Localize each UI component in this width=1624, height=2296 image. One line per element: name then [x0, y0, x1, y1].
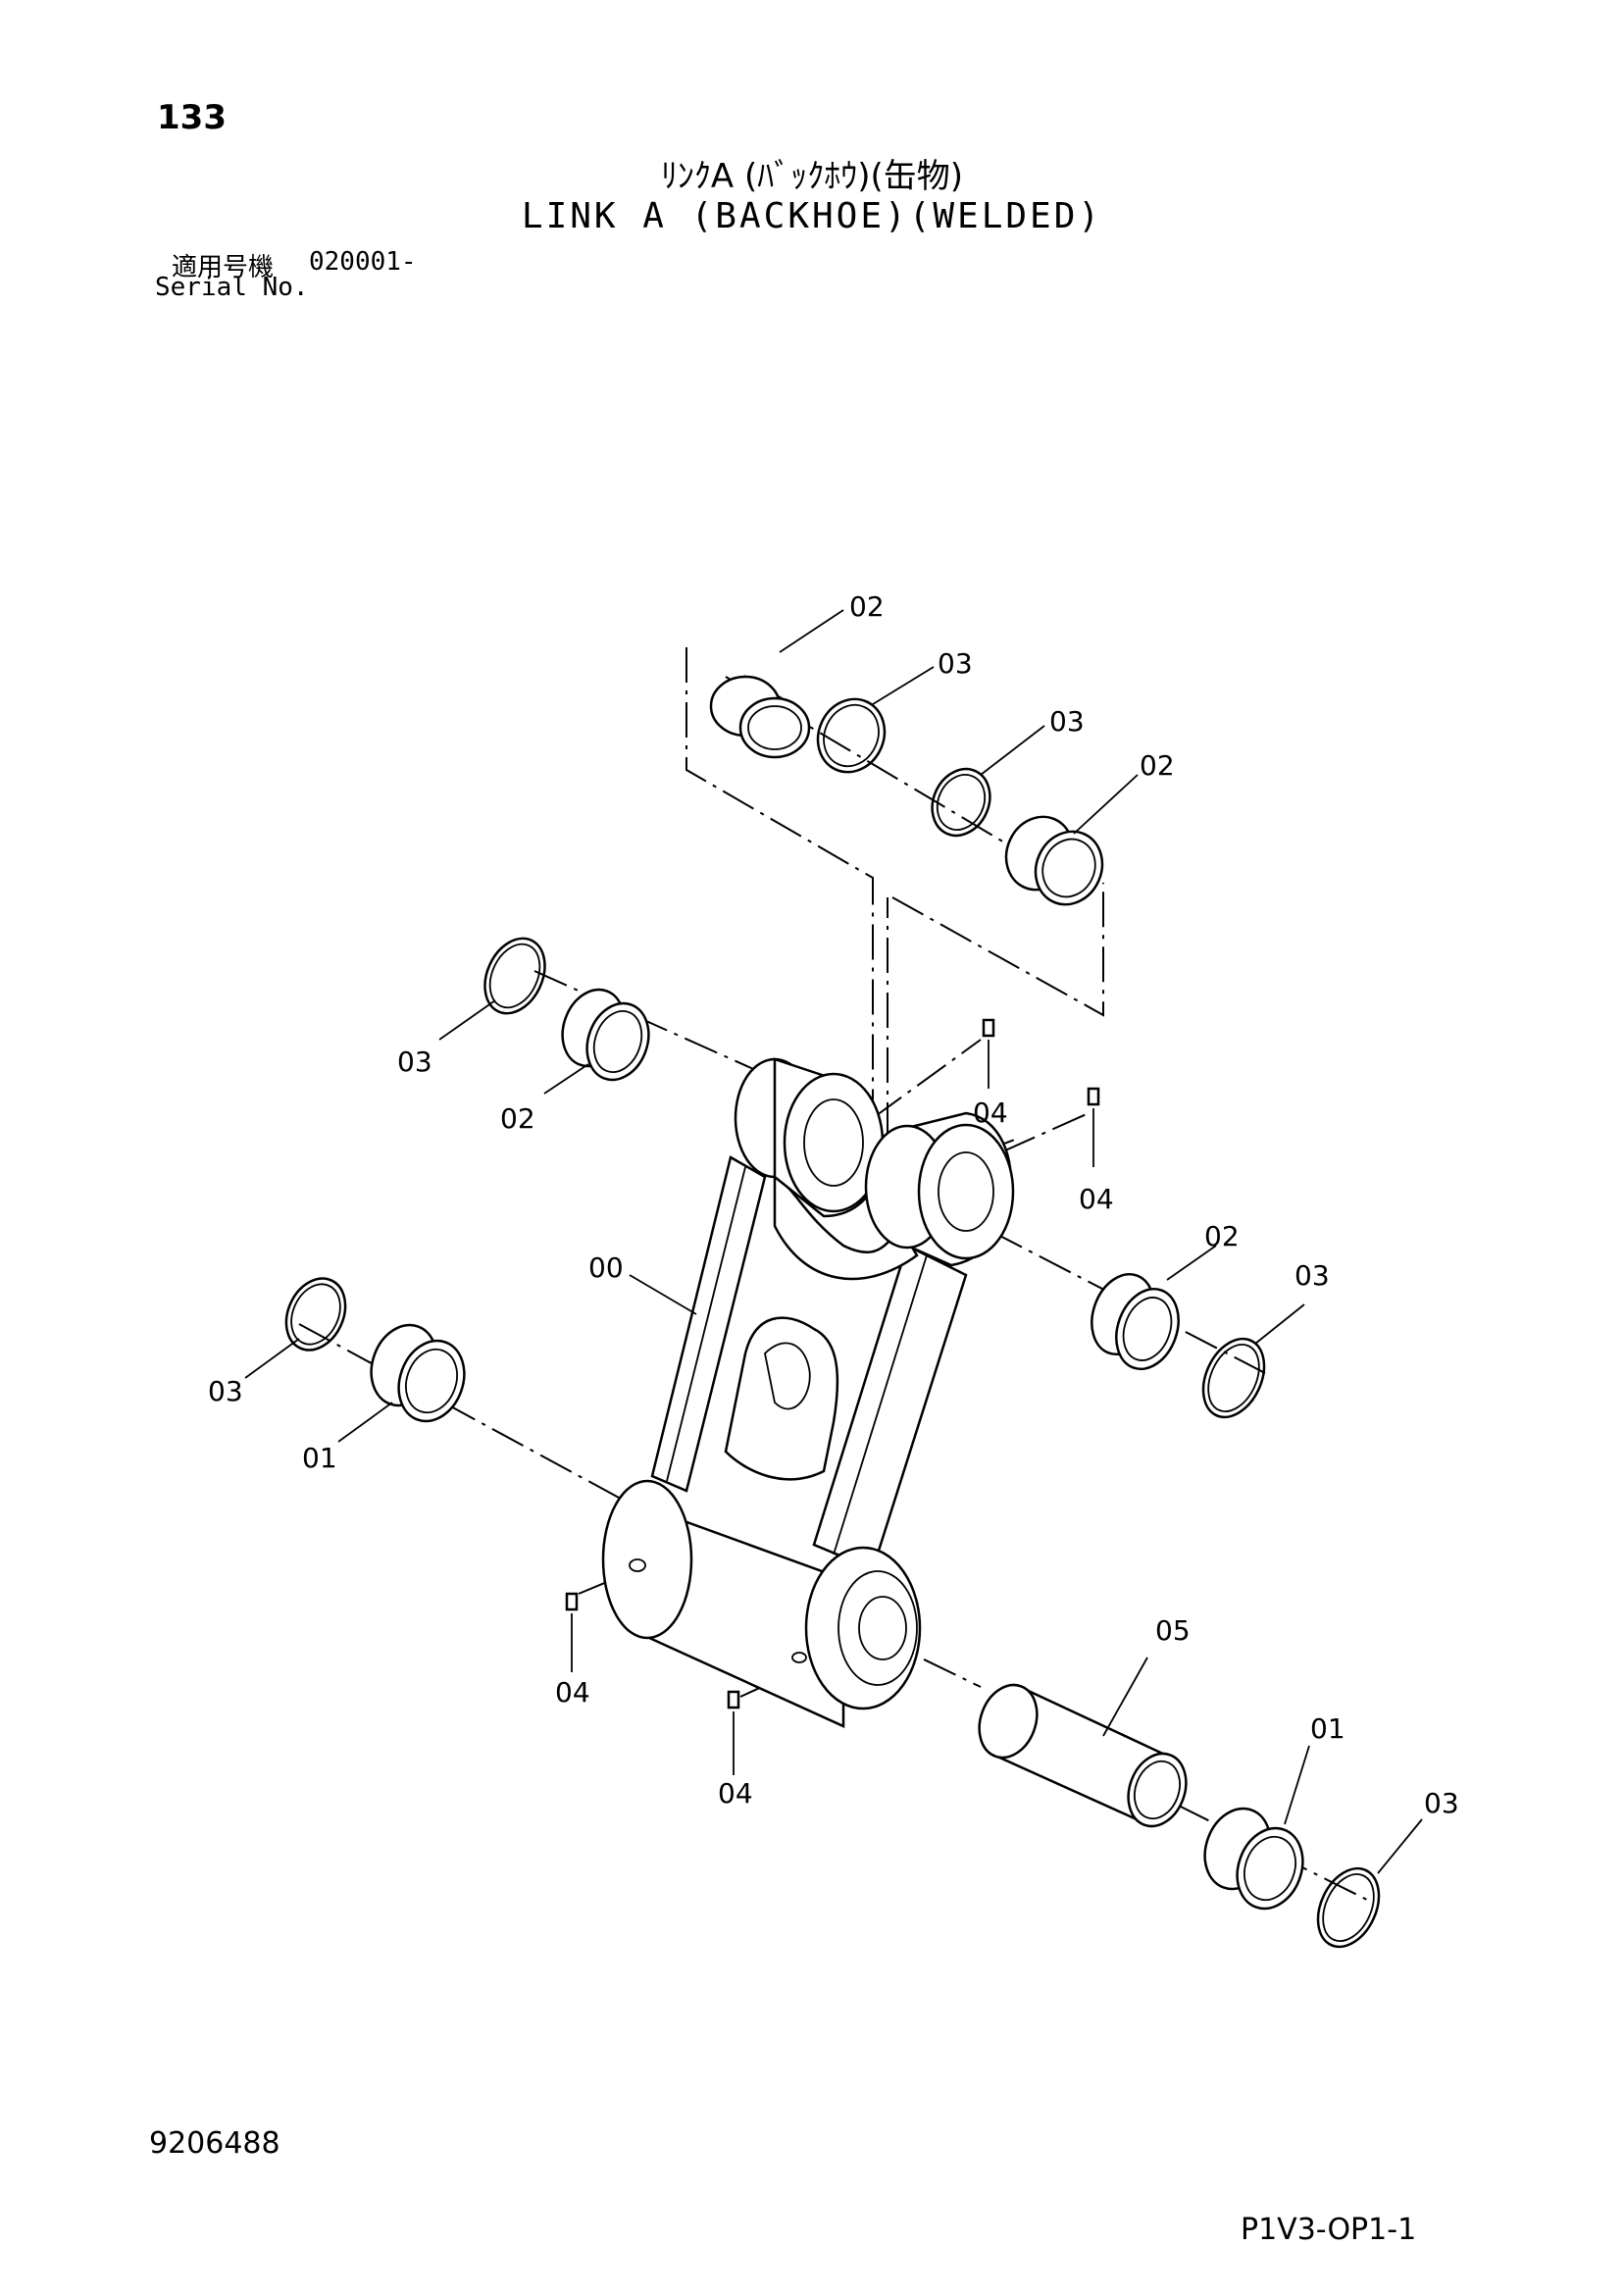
leader-lines — [244, 609, 1423, 1874]
page-title-english: LINK A (BACKHOE)(WELDED) — [521, 196, 1103, 236]
drawing-number: 9206488 — [149, 2126, 280, 2161]
callout-label: 02 — [1204, 1220, 1240, 1252]
callout-label: 04 — [555, 1676, 590, 1709]
bushings-and-rings — [284, 675, 1381, 1949]
callout-label: 02 — [1140, 749, 1175, 782]
callout-label: 00 — [588, 1251, 624, 1284]
callout-label: 05 — [1155, 1614, 1191, 1647]
link-a-body — [601, 1057, 1015, 1728]
callout-label: 03 — [1049, 705, 1085, 738]
callout-label: 03 — [208, 1375, 243, 1407]
callout-label: 01 — [302, 1442, 337, 1474]
callout-label: 03 — [1424, 1787, 1459, 1819]
page-code: P1V3-OP1-1 — [1241, 2213, 1417, 2247]
callout-label: 03 — [938, 647, 973, 680]
callout-label: 04 — [973, 1097, 1008, 1129]
serial-label-english: Serial No. — [155, 273, 309, 302]
grease-fittings — [565, 1018, 1100, 1709]
callout-labels: 02 03 03 02 03 02 04 04 00 02 03 03 01 0… — [208, 590, 1459, 1819]
page-title-japanese: ﾘﾝｸA (ﾊﾞｯｸﾎｳ)(缶物) — [660, 157, 964, 196]
page-number: 133 — [157, 98, 227, 137]
callout-label: 03 — [1294, 1259, 1330, 1292]
callout-label: 04 — [718, 1777, 753, 1810]
serial-label-japanese: 適用号機 — [172, 253, 275, 282]
callout-label: 01 — [1310, 1712, 1345, 1745]
callout-label: 02 — [849, 590, 885, 623]
callout-label: 03 — [397, 1046, 432, 1078]
callout-label: 02 — [500, 1102, 535, 1135]
serial-number-value: 020001- — [309, 247, 417, 277]
callout-label: 04 — [1079, 1183, 1114, 1215]
